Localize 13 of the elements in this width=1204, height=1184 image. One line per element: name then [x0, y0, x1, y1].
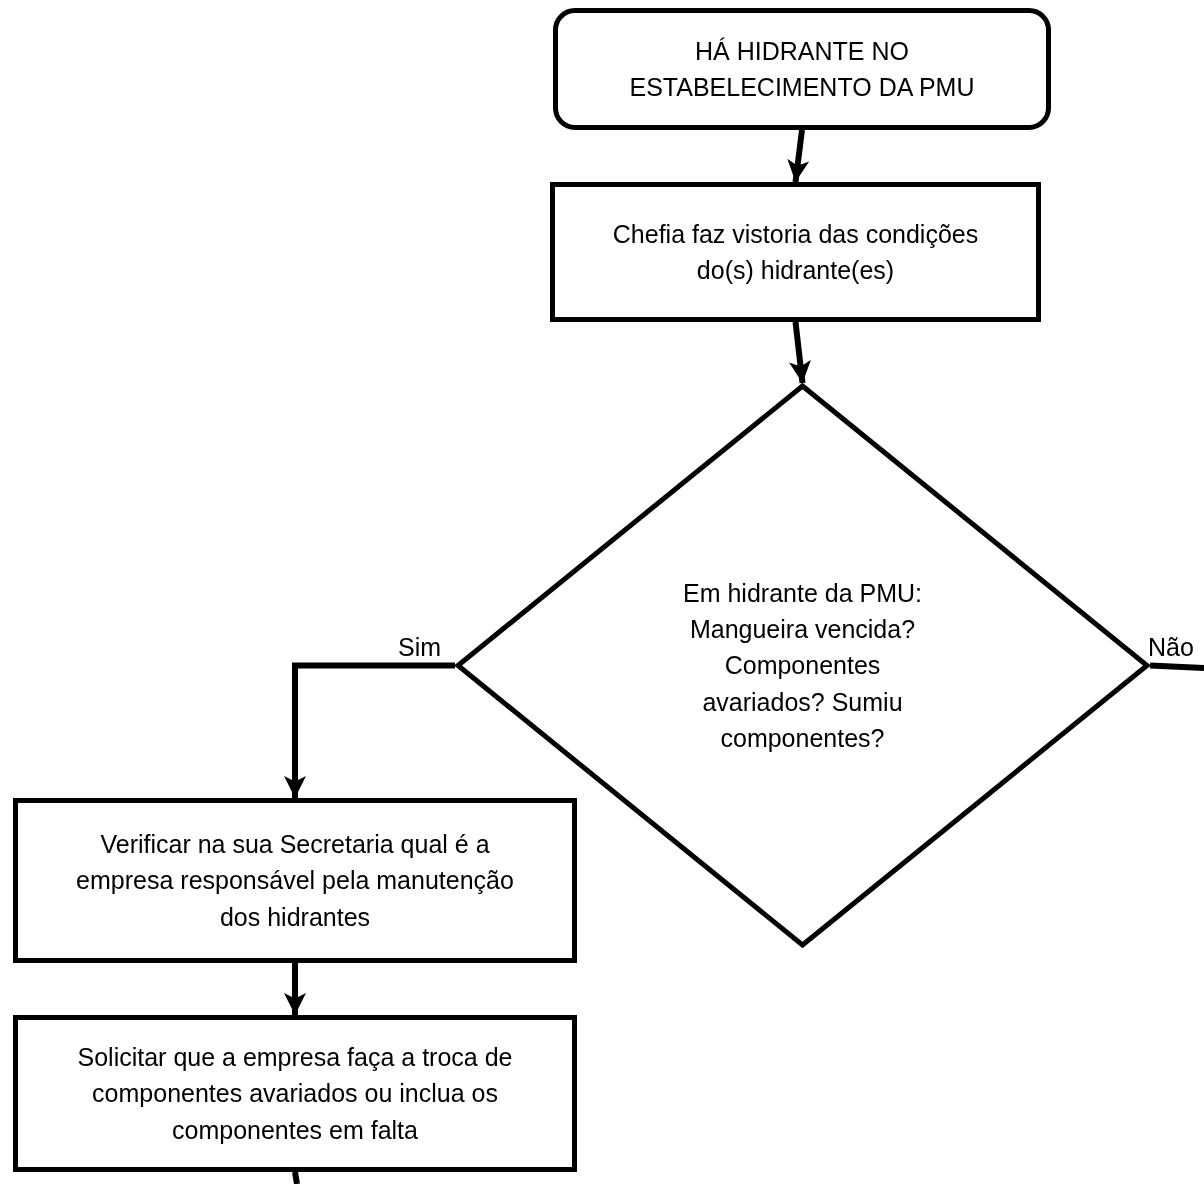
- arrow: [284, 662, 455, 798]
- process-box: [550, 182, 1041, 322]
- start-box: [553, 8, 1051, 130]
- arrow: [789, 321, 811, 384]
- node-text: Chefia faz vistoria das condições do(s) hidrante(es): [611, 218, 980, 286]
- process-box: [13, 1015, 577, 1172]
- node-text: HÁ HIDRANTE NO ESTABELECIMENTO DA PMU: [628, 35, 976, 103]
- arrow: [787, 129, 810, 183]
- process-box: [13, 798, 577, 963]
- node-text: Em hidrante da PMU: Mangueira vencida? Componentes avariados? Sumiu componentes?: [682, 577, 923, 754]
- node-text: Verificar na sua Secretaria qual é a empresa responsável pela manutenção dos hidrantes: [75, 829, 515, 933]
- arrow: [284, 963, 306, 1015]
- node-text: Solicitar que a empresa faça a troca de componentes avariados ou inclua os componentes em falta: [76, 1042, 514, 1146]
